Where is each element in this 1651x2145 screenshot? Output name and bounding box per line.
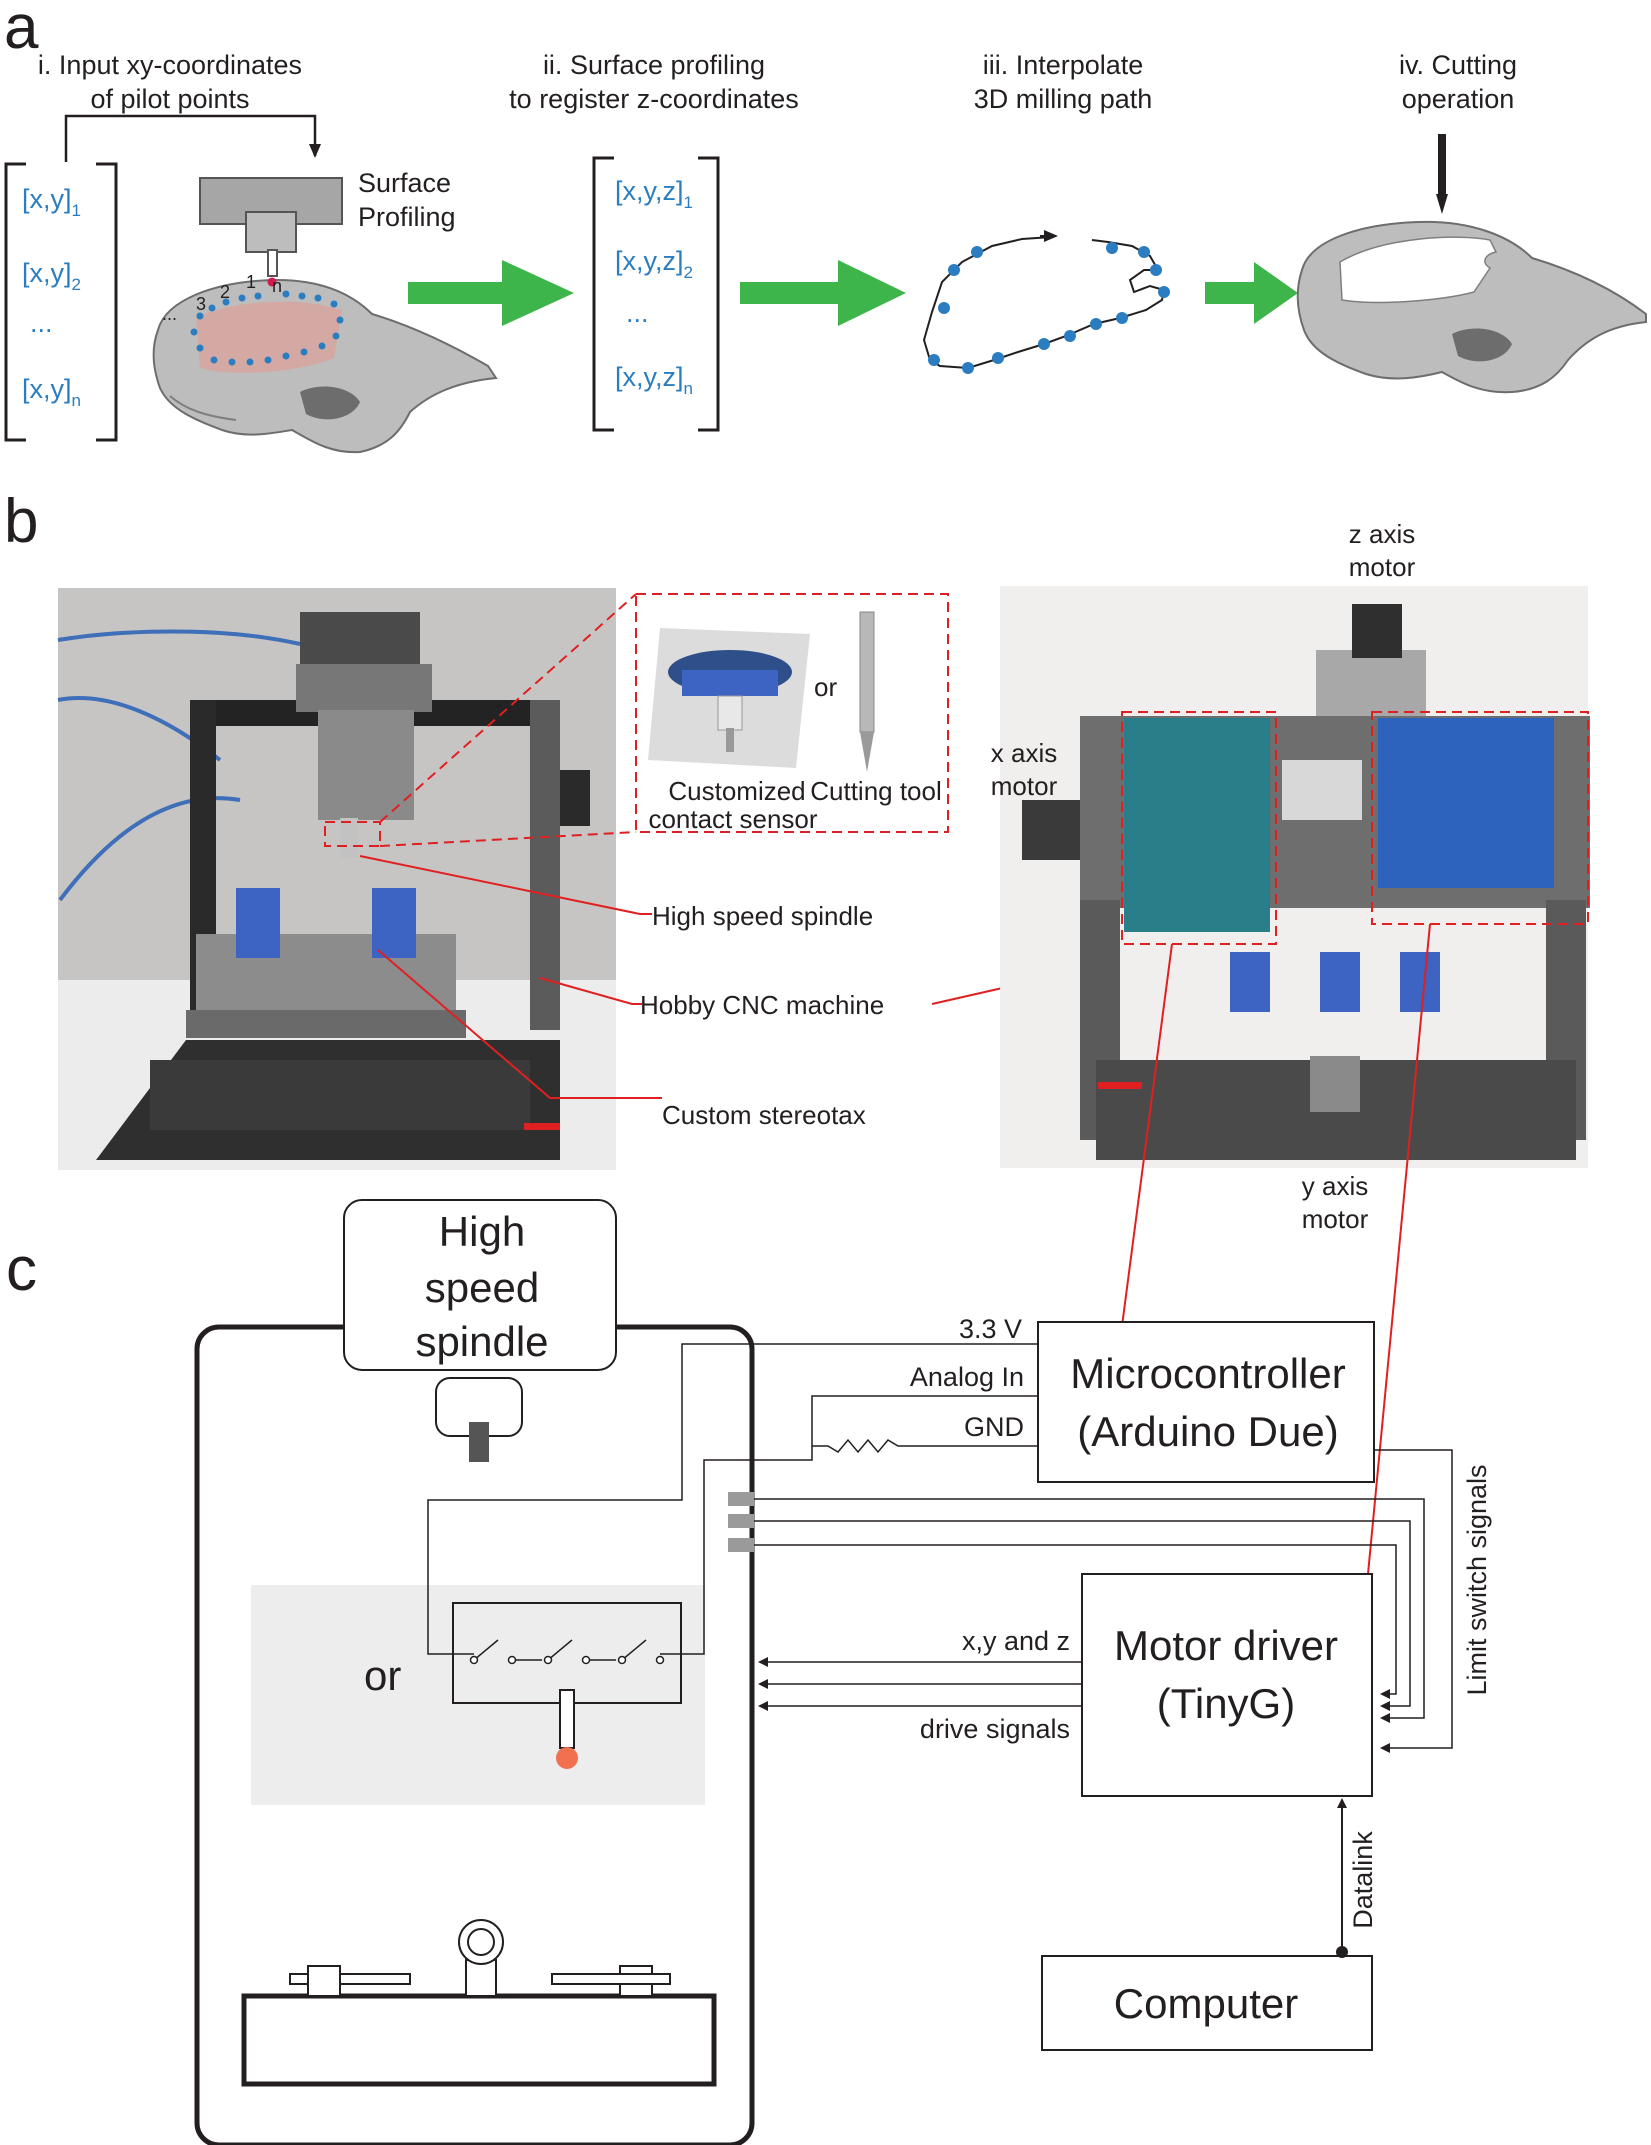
surface-profiling-line2: Profiling [358,202,456,232]
computer-label: Computer [1114,1980,1298,2027]
y-motor-line2: motor [1302,1204,1369,1234]
step3-line1: iii. Interpolate [983,50,1144,80]
spindle-line1: High [439,1208,525,1255]
microcontroller-line2: (Arduino Due) [1077,1408,1338,1455]
y-motor-line1: y axis [1302,1171,1368,1201]
z-motor-line1: z axis [1349,519,1415,549]
panel-a-letter: a [4,0,39,62]
spindle-bit [469,1422,489,1462]
spindle-box [343,1199,617,1371]
contact-sensor-line2: contact sensor [648,804,817,834]
step2-line2: to register z-coordinates [509,84,799,114]
motor-driver-callout-box [1371,711,1589,925]
matrix-xy-row2: [x,y]2 [22,258,81,294]
spindle-callout-box [324,821,381,847]
v33-label: 3.3 V [959,1314,1022,1344]
tool-or-label: or [364,1652,401,1699]
contact-sensor-switches [469,1639,665,1665]
zoom-line-bottom [379,831,637,847]
motor-driver-line2: (TinyG) [1157,1680,1295,1727]
inset-or: or [814,672,837,702]
computer-box [1041,1955,1373,2051]
step4-line2: operation [1402,84,1515,114]
microcontroller-link-line [1121,943,1173,1327]
microcontroller-line1: Microcontroller [1070,1350,1345,1397]
matrix-xyz [592,156,720,432]
probe-shaft [559,1689,575,1749]
cutting-tool-label: Cutting tool [810,776,942,806]
cnc-callout-label: Hobby CNC machine [640,990,884,1020]
milling-path-points [928,242,1170,374]
probe-contact-point [267,277,277,287]
datalink-label: Datalink [1348,1831,1378,1929]
matrix-xy-ellipsis: ... [30,308,53,338]
step1-line1: i. Input xy-coordinates [38,50,302,80]
step3-line2: 3D milling path [974,84,1153,114]
motor-driver-link-line [1367,923,1431,1575]
panel-c-letter: c [6,1235,37,1304]
datalink-dot [1336,1946,1348,1958]
limit-switch-connectors [728,1492,754,1552]
cnc-photo-left [57,588,616,1170]
matrix-xyz-row1: [x,y,z]1 [615,176,693,212]
matrix-xyz-ellipsis: ... [626,298,649,328]
step1-line2: of pilot points [90,84,249,114]
contact-sensor-line1: Customized [668,776,805,806]
x-motor-line1: x axis [991,738,1057,768]
point-label-ellipsis: ... [162,304,177,324]
point-label-n: n [272,276,282,296]
motor-driver-box [1081,1573,1373,1797]
drive-signals-line2: drive signals [920,1714,1070,1744]
x-motor-line2: motor [991,771,1058,801]
matrix-xy [4,162,118,442]
microcontroller-box [1037,1321,1375,1483]
stereotax-schematic [241,1919,717,2087]
pilot-points [190,290,344,366]
stereotax-callout-label: Custom stereotax [662,1100,866,1130]
panel-b-letter: b [4,487,38,556]
matrix-xyz-row2: [x,y,z]2 [615,246,693,282]
microcontroller-callout-box [1121,711,1277,945]
input-feed-arrow [64,114,321,162]
green-arrow-3 [1205,262,1298,324]
gnd-label: GND [964,1412,1024,1442]
z-motor-line2: motor [1349,552,1416,582]
limit-switch-label: Limit switch signals [1462,1464,1492,1695]
spindle-line2: speed [425,1264,539,1311]
drive-signal-wires [758,1657,1082,1711]
zoom-line-top [379,593,637,823]
matrix-xy-row1: [x,y]1 [22,184,81,220]
drive-signals-line1: x,y and z [962,1626,1070,1656]
cnc-photo-right [1000,586,1590,1168]
green-arrow-1 [408,260,574,326]
step2-line1: ii. Surface profiling [543,50,765,80]
cutting-tool-photo [859,611,875,772]
profiler-head [199,177,343,277]
spindle-line3: spindle [415,1318,548,1365]
point-label-2: 2 [220,282,230,302]
point-label-3: 3 [196,294,206,314]
sensor-wires [427,1343,1038,1655]
contact-sensor-photo [648,628,810,768]
green-arrow-2 [740,260,906,326]
step4-line1: iv. Cutting [1399,50,1517,80]
motor-driver-line1: Motor driver [1114,1622,1338,1669]
matrix-xy-rown: [x,y]n [22,374,81,410]
cutting-tool-icon [1436,134,1448,214]
spindle-callout-label: High speed spindle [652,901,873,931]
tool-alternatives-area [251,1585,705,1805]
surface-profiling-line1: Surface [358,168,451,198]
analog-in-label: Analog In [910,1362,1024,1392]
callout-lines-left [359,855,662,1099]
probe-tip [556,1747,578,1769]
point-label-1: 1 [246,272,256,292]
limit-switch-wires [754,1449,1453,1753]
matrix-xyz-rown: [x,y,z]n [615,362,693,398]
skull-image-2 [1296,220,1647,394]
